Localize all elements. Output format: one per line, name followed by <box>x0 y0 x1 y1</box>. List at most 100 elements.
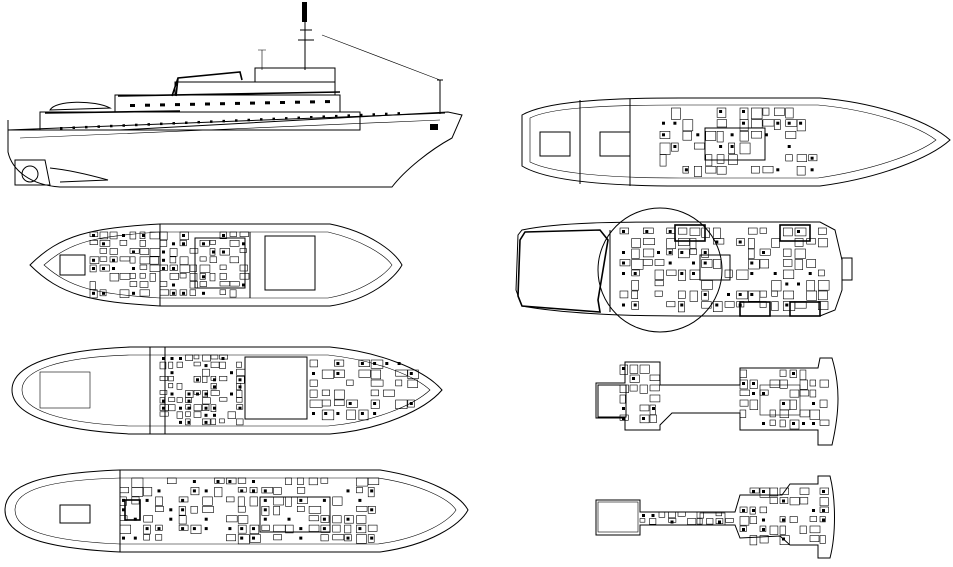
fixture <box>322 517 326 521</box>
cabin <box>779 419 786 428</box>
porthole <box>397 112 400 115</box>
cabin <box>367 505 376 514</box>
cabin <box>178 505 186 516</box>
cabin <box>193 404 202 412</box>
deck-plan-top <box>595 475 835 559</box>
cabin <box>666 238 676 249</box>
cabin <box>119 272 131 280</box>
cabin <box>728 142 735 154</box>
fixture <box>252 480 255 483</box>
plan4-inner <box>529 104 937 179</box>
cabin <box>395 379 403 387</box>
fixture <box>102 291 105 295</box>
cabin <box>202 368 210 377</box>
fixture <box>112 258 115 262</box>
fixture <box>622 407 625 410</box>
cabin <box>159 411 169 417</box>
cabin <box>202 390 208 398</box>
cabin <box>332 524 341 533</box>
cabin <box>119 487 129 494</box>
cabin <box>202 404 210 412</box>
cabin <box>809 516 817 522</box>
fixture <box>182 234 185 237</box>
cabin <box>236 368 246 376</box>
cabin <box>739 389 750 396</box>
propeller-hub <box>21 165 39 183</box>
cabin <box>236 418 244 426</box>
fixture <box>703 261 707 265</box>
fixture <box>170 357 174 360</box>
fixture <box>822 490 825 493</box>
cabin <box>346 399 358 408</box>
cabin <box>749 379 758 389</box>
pool <box>59 504 91 524</box>
fixture <box>204 489 208 493</box>
fixture <box>715 240 719 244</box>
cabin <box>370 359 384 369</box>
cabin <box>139 264 148 270</box>
fixture <box>192 527 196 531</box>
cabin <box>344 524 352 534</box>
fixture <box>785 303 789 307</box>
cabin <box>619 364 628 375</box>
cabin <box>642 238 655 245</box>
fixture <box>373 362 377 365</box>
cabin <box>210 390 220 396</box>
fixture <box>810 156 814 160</box>
cabin <box>739 379 748 390</box>
cabin <box>109 256 118 263</box>
window <box>295 100 300 104</box>
cabin <box>169 272 179 280</box>
cabin <box>239 264 248 272</box>
cabin <box>749 399 758 410</box>
cabin <box>407 379 418 388</box>
cabin <box>139 272 146 279</box>
cabin <box>219 375 228 382</box>
cabin <box>285 477 292 485</box>
fixture <box>358 498 362 502</box>
porthole <box>285 117 288 120</box>
cabin <box>89 264 97 273</box>
console <box>699 512 726 526</box>
fixture <box>212 250 215 254</box>
cabin <box>806 290 818 301</box>
fixture <box>808 272 812 275</box>
fixture <box>752 392 755 395</box>
cabin <box>629 364 639 374</box>
porthole <box>172 122 175 125</box>
cabin <box>346 379 354 386</box>
fixture <box>719 110 723 113</box>
cabin <box>226 477 237 485</box>
fixture <box>213 385 216 389</box>
fixture <box>252 536 255 540</box>
cabin <box>779 497 789 504</box>
fixture <box>263 508 267 512</box>
cabin <box>273 496 284 506</box>
cabin <box>794 227 807 237</box>
cabin <box>631 248 640 259</box>
cabin <box>819 497 829 507</box>
cabin <box>747 290 761 302</box>
cabin <box>749 506 756 515</box>
fixture <box>738 293 742 296</box>
fixture <box>662 133 665 137</box>
fixture <box>181 498 185 502</box>
cabin <box>344 515 354 524</box>
fixture <box>162 258 165 262</box>
porthole <box>97 125 100 128</box>
cabin <box>682 166 689 174</box>
cabin <box>769 497 778 504</box>
cabin <box>819 419 830 426</box>
fixture <box>719 145 723 148</box>
cabin <box>701 290 709 301</box>
cabin <box>309 399 323 408</box>
cabin <box>209 240 216 245</box>
cabin <box>169 264 178 271</box>
fixture <box>776 168 780 172</box>
plan2-inner <box>21 354 431 427</box>
superstructure-deck-2 <box>114 94 341 113</box>
cargo-hold <box>244 356 308 420</box>
cabin <box>159 361 167 370</box>
fixture <box>703 293 707 296</box>
